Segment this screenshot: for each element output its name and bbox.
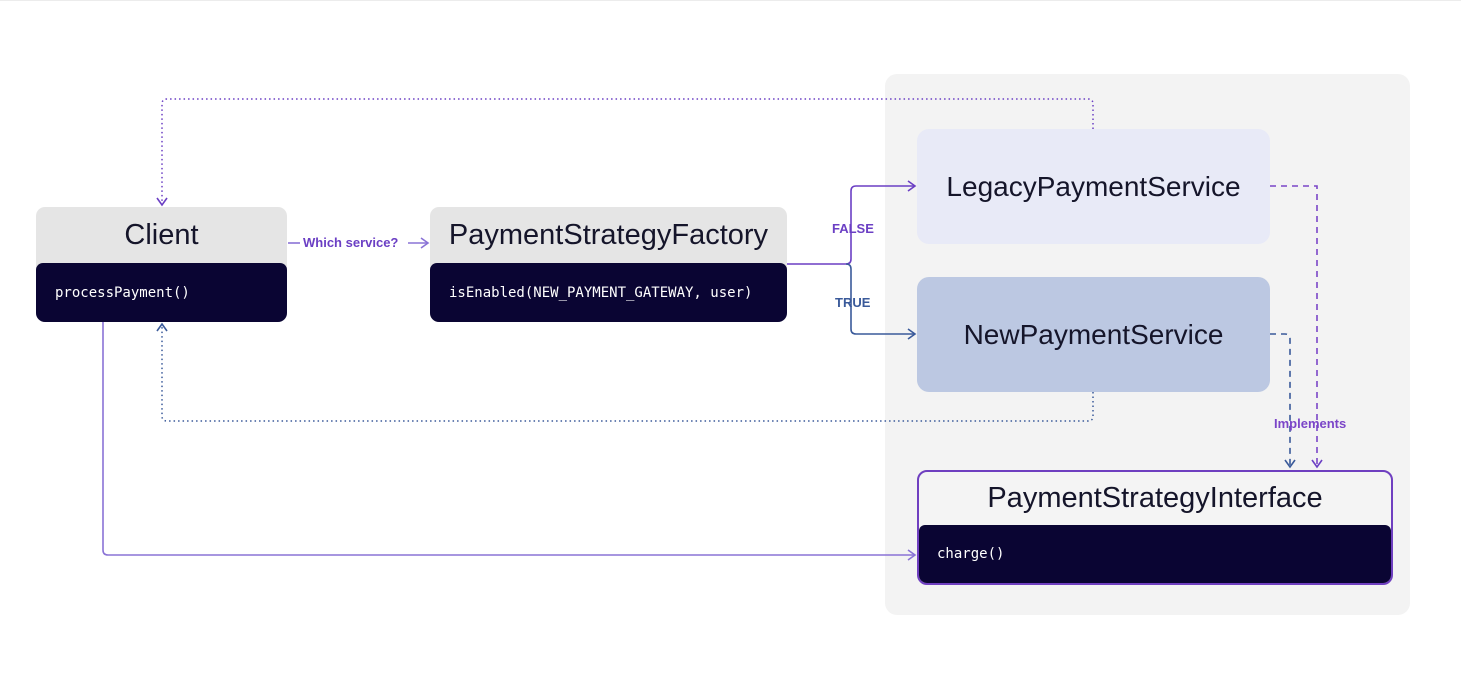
which-service-label: Which service? — [303, 235, 399, 250]
interface-title: PaymentStrategyInterface — [987, 482, 1323, 514]
client-method: processPayment() — [36, 263, 287, 322]
legacy-service-node: LegacyPaymentService — [917, 129, 1270, 244]
false-label: FALSE — [832, 221, 874, 236]
new-return-connector — [156, 322, 1094, 422]
legacy-implements-connector — [1270, 185, 1323, 469]
legacy-service-title: LegacyPaymentService — [946, 170, 1241, 202]
client-interface-connector — [102, 322, 917, 561]
client-node: Client processPayment() — [36, 207, 287, 322]
interface-method: charge() — [919, 525, 1391, 583]
new-service-node: NewPaymentService — [917, 277, 1270, 392]
factory-method: isEnabled(NEW_PAYMENT_GATEWAY, user) — [430, 263, 787, 322]
top-border — [0, 0, 1461, 1]
factory-node: PaymentStrategyFactory isEnabled(NEW_PAY… — [430, 207, 787, 322]
interface-node: PaymentStrategyInterface charge() — [917, 470, 1393, 585]
new-implements-connector — [1270, 333, 1296, 469]
client-title: Client — [124, 218, 199, 251]
new-service-title: NewPaymentService — [963, 318, 1224, 350]
true-label: TRUE — [835, 295, 871, 310]
implements-label: Implements — [1274, 416, 1347, 431]
factory-title: PaymentStrategyFactory — [448, 218, 769, 251]
true-branch-connector — [845, 263, 917, 340]
